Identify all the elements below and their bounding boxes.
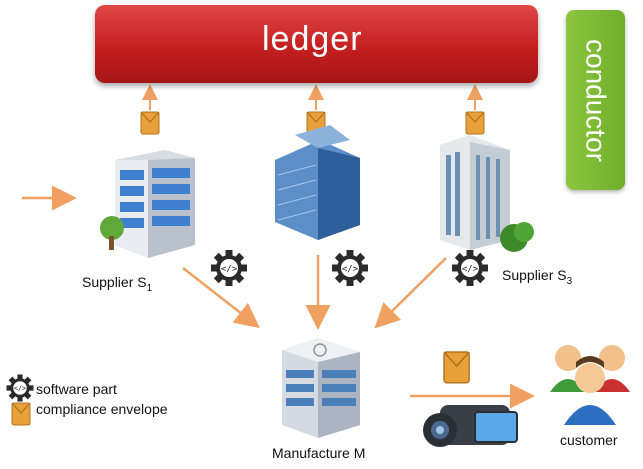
- software-part-gear-icon-s1: [211, 250, 247, 286]
- supplier-s1-subscript: 1: [146, 282, 153, 294]
- supplier-s3-name: Supplier S: [502, 267, 567, 283]
- software-part-gear-icon-s2: [332, 250, 368, 286]
- manufacturer-building-icon: [282, 338, 360, 438]
- legend-gear-icon: [6, 374, 34, 402]
- legend-envelope-icon: [11, 402, 31, 426]
- conductor-label: conductor: [580, 38, 612, 162]
- legend-software-part: software part: [36, 381, 117, 397]
- supplier-s1-building-icon: [100, 150, 195, 258]
- customer-label: customer: [560, 432, 618, 448]
- arrow-s1-to-m: [182, 267, 260, 329]
- legend-compliance-envelope: compliance envelope: [36, 401, 168, 417]
- ledger-label: ledger: [262, 20, 363, 58]
- supplier-s2-building-icon: [275, 125, 360, 240]
- envelope-to-customer: [443, 351, 471, 384]
- manufacturer-label: Manufacture M: [272, 445, 366, 461]
- customer-people-icon: [550, 345, 630, 425]
- supplier-s1-name: Supplier S: [82, 274, 147, 290]
- camcorder-icon: [423, 405, 518, 447]
- supplier-s3-subscript: 3: [566, 275, 573, 287]
- supplier-s3-label: Supplier S3: [502, 267, 572, 287]
- supplier-s3-building-icon: [440, 135, 534, 252]
- envelope-to-ledger-s2: [306, 84, 326, 135]
- envelope-to-ledger-s3: [465, 84, 485, 135]
- software-part-gear-icon-s3: [452, 250, 488, 286]
- supplier-s1-label: Supplier S1: [82, 274, 152, 294]
- ledger-bar: [95, 5, 538, 83]
- envelope-to-ledger-s1: [140, 84, 160, 135]
- arrow-s3-to-m: [374, 257, 447, 329]
- conductor-bar: [566, 10, 625, 190]
